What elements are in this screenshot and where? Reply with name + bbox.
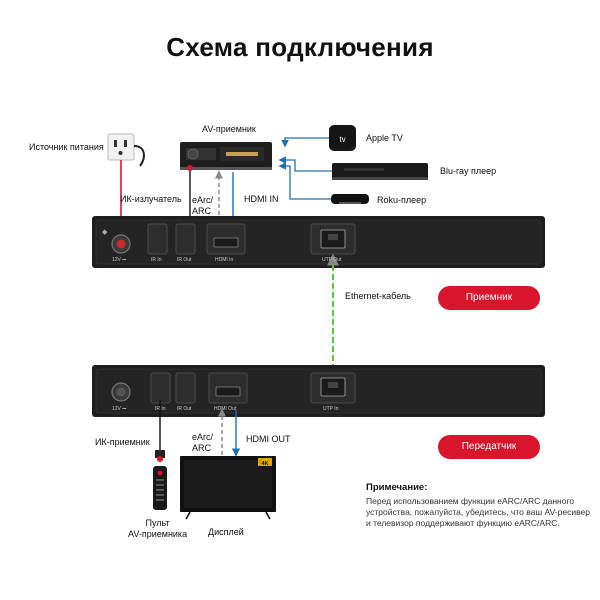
bluray-player-icon [332, 163, 428, 180]
tv-4k-badge: 4K [261, 461, 268, 467]
bluray-label: Blu-ray плеер [440, 166, 497, 176]
port-ir-out-label: IR Out [177, 257, 192, 263]
hdmi-roku-line [278, 162, 331, 200]
port-power-label-bottom: 12V ⎓ [112, 406, 126, 412]
roku-label: Roku-плеер [377, 195, 427, 205]
ethernet-label: Ethernet-кабель [345, 291, 411, 301]
power-outlet-icon [107, 133, 145, 167]
earc-arc-label: eArc/ ARC [192, 195, 214, 216]
roku-player-icon [331, 194, 369, 204]
power-source-label: Источник питания [29, 142, 104, 152]
apple-tv-icon: tv [329, 125, 356, 151]
transmitter-device [92, 365, 545, 417]
display-label: Дисплей [208, 527, 244, 537]
ir-receiver-label: ИК-приемник [95, 437, 150, 447]
port-hdmi-label: HDMI In [215, 257, 234, 263]
earc-arc-bottom-label: eArc/ ARC [192, 432, 214, 453]
av-receiver-icon [180, 142, 272, 170]
hdmi-in-label: HDMI IN [244, 194, 279, 204]
hdmi-bluray-line [278, 156, 332, 172]
port-ir-in-label: IR In [151, 257, 162, 263]
svg-text:tv: tv [339, 135, 345, 144]
port-power-label: 12V ⎓ [112, 257, 126, 263]
page-title: Схема подключения [166, 32, 434, 62]
hdmi-out-label: HDMI OUT [246, 434, 291, 444]
tv-display-icon: 4K [180, 456, 276, 520]
receiver-badge: Приемник [438, 286, 540, 310]
av-receiver-label: AV-приемник [202, 124, 256, 134]
port-ir-in-label-bottom: IR In [155, 406, 166, 412]
apple-tv-label: Apple TV [366, 133, 403, 143]
note-body: Перед использованием функции eARC/ARC да… [366, 496, 590, 528]
port-utp-label-bottom: UTP In [323, 406, 339, 412]
note-title: Примечание: [366, 482, 428, 493]
port-ir-out-label-bottom: IR Out [177, 406, 192, 412]
svg-text:◆: ◆ [102, 229, 108, 236]
transmitter-badge: Передатчик [438, 435, 540, 459]
ir-receiver-line [155, 400, 165, 462]
hdmi-apple-line [281, 137, 329, 148]
port-utp-label: UTP Out [322, 257, 342, 263]
remote-label: Пульт AV-приемника [128, 518, 188, 539]
receiver-device: ◆ [92, 216, 545, 268]
ir-emitter-label: ИК-излучатель [120, 194, 182, 204]
port-hdmi-label-bottom: HDMI Out [214, 406, 237, 412]
remote-icon [153, 466, 167, 510]
